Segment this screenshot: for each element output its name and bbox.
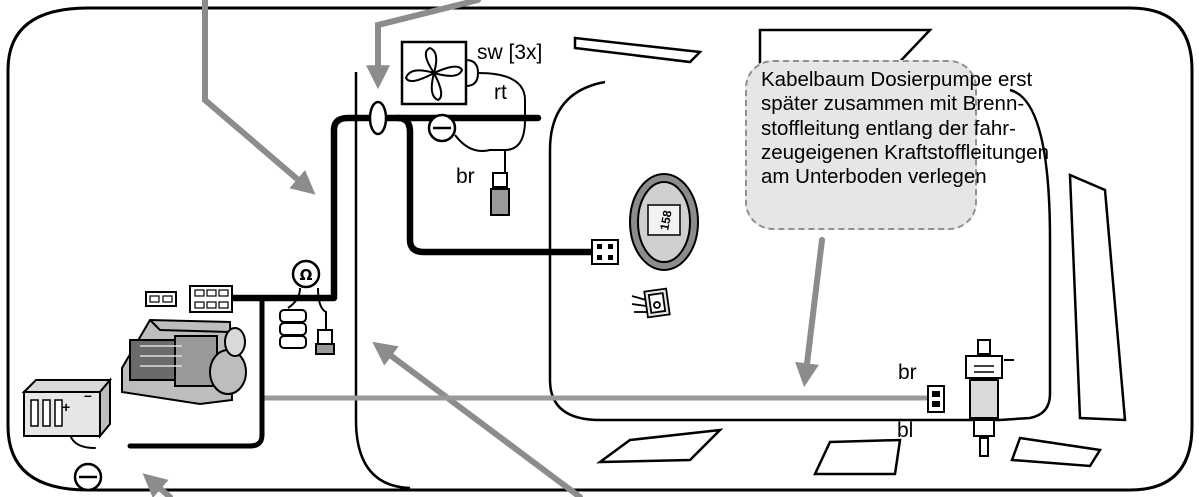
- svg-text:Ω: Ω: [300, 266, 313, 284]
- floor-panel-mid: [813, 438, 902, 476]
- fan-connector-icon: [490, 172, 510, 216]
- arrow-note: [795, 237, 825, 388]
- ohm-symbol-icon: Ω: [291, 259, 321, 289]
- svg-text:–: –: [84, 387, 92, 403]
- heater-icon: [121, 318, 247, 406]
- svg-text:+: +: [62, 399, 70, 415]
- ground-wire: [454, 134, 505, 152]
- arrow-top-center: [366, 0, 481, 90]
- floor-panel-left: [596, 428, 724, 464]
- fan-wire-label: sw [3x]: [477, 41, 542, 64]
- routing-note: Kabelbaum Dosierpumpe erst später zusamm…: [745, 60, 1049, 230]
- note-line: später zusammen mit Brenn-: [761, 92, 1025, 116]
- dosing-pump-icon: [965, 339, 1014, 457]
- harness-connector-icon: [591, 239, 619, 265]
- control-display: 158: [657, 209, 674, 231]
- guide-arrows: [142, 0, 825, 497]
- plug-icon: [145, 285, 233, 313]
- fan-wire: [477, 72, 526, 172]
- note-line: stoffleitung entlang der fahr-: [761, 116, 1016, 140]
- switch-icon: [631, 287, 671, 319]
- main-harness: [67, 114, 596, 449]
- battery-ground-symbol-icon: [73, 462, 103, 492]
- fan-icon: [400, 40, 480, 106]
- floor-panel-right: [1010, 436, 1103, 468]
- ground-br-label: br: [456, 165, 475, 188]
- arrow-bottom-center: [372, 341, 583, 497]
- pump-br-label: br: [898, 361, 917, 384]
- note-line: zeugeigenen Kraftstoffleitungen: [761, 140, 1049, 164]
- fuse-icon: [279, 287, 335, 355]
- arrow-top-left: [202, 0, 316, 195]
- note-line: Kabelbaum Dosierpumpe erst: [761, 68, 1033, 91]
- ground-symbol-icon: [427, 113, 457, 143]
- pump-connector-icon: [927, 385, 945, 413]
- cabin-partition: [354, 72, 411, 490]
- cable-grommet: [368, 100, 388, 136]
- arrow-bottom-left: [142, 473, 173, 497]
- control-unit-icon: 158: [629, 173, 699, 271]
- fan-red-label: rt: [494, 81, 507, 104]
- note-line: am Unterboden verlegen: [761, 165, 987, 189]
- seat-front-left: [573, 36, 703, 64]
- battery-icon: + –: [21, 377, 113, 439]
- pillar-right: [1068, 173, 1127, 422]
- pump-bl-label: bl: [897, 419, 913, 442]
- interior-outline: [548, 80, 1052, 422]
